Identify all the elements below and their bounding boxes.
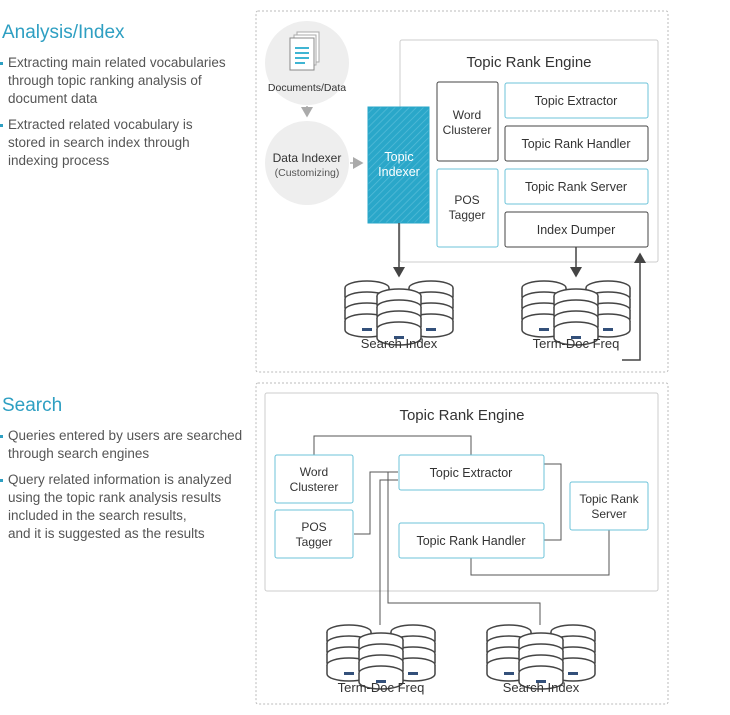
analysis-bullets: Extracting main related vocabularies thr…	[0, 54, 250, 178]
svg-text:Server: Server	[591, 507, 626, 521]
index-dumper-box-1: Index Dumper	[504, 211, 649, 248]
data-indexer-label: Data Indexer	[273, 151, 342, 165]
termdoc-label-2: Term-Doc Freq	[338, 680, 425, 695]
pos-tagger-box-1: POS Tagger	[436, 168, 499, 248]
svg-text:Word: Word	[453, 108, 481, 122]
analysis-diagram-frame	[255, 10, 669, 373]
documents-node: Documents/Data	[265, 21, 349, 105]
svg-text:Indexer: Indexer	[378, 165, 420, 179]
engine-box-2	[264, 392, 659, 592]
svg-text:Clusterer: Clusterer	[443, 123, 492, 137]
connector-pos-te	[354, 471, 398, 535]
search-index-label-1: Search Index	[361, 336, 438, 351]
svg-text:Index Dumper: Index Dumper	[537, 223, 616, 237]
svg-text:Clusterer: Clusterer	[290, 480, 339, 494]
termdoc-label-1: Term-Doc Freq	[533, 336, 620, 351]
svg-text:Topic Rank Handler: Topic Rank Handler	[521, 137, 630, 151]
connector-te-searchindex	[387, 472, 541, 625]
analysis-bullet-2: Extracted related vocabulary is stored i…	[0, 116, 250, 170]
svg-text:POS: POS	[301, 520, 326, 534]
svg-text:Topic Rank Server: Topic Rank Server	[525, 180, 627, 194]
documents-icon	[289, 31, 320, 71]
connector-wc-te	[313, 435, 472, 455]
connector-trh-trs	[470, 530, 610, 576]
svg-text:Word: Word	[300, 465, 328, 479]
analysis-bullet-1: Extracting main related vocabularies thr…	[0, 54, 250, 108]
data-indexer-node: Data Indexer (Customizing)	[265, 121, 349, 205]
svg-text:Topic Extractor: Topic Extractor	[430, 466, 513, 480]
topic-extractor-box-2: Topic Extractor	[398, 454, 545, 491]
analysis-title: Analysis/Index	[2, 22, 125, 43]
connector-te-termdoc	[379, 479, 398, 625]
svg-text:POS: POS	[454, 193, 479, 207]
documents-label: Documents/Data	[268, 82, 346, 94]
search-title: Search	[2, 395, 63, 416]
topic-rank-server-box-2: Topic Rank Server	[569, 481, 649, 531]
word-clusterer-box-1: Word Clusterer	[436, 81, 499, 162]
topic-rank-handler-box-2: Topic Rank Handler	[398, 522, 545, 559]
engine-title-2: Topic Rank Engine	[399, 407, 524, 424]
svg-text:Topic Rank: Topic Rank	[579, 492, 639, 506]
search-index-label-2: Search Index	[503, 680, 580, 695]
termdoc-to-engine-arrow	[622, 252, 646, 361]
data-indexer-sub: (Customizing)	[275, 167, 340, 179]
search-diagram-frame	[255, 382, 669, 705]
svg-text:Topic Rank Handler: Topic Rank Handler	[416, 534, 525, 548]
engine-title-1: Topic Rank Engine	[466, 54, 591, 71]
search-bullet-2: Query related information is analyzed us…	[0, 471, 252, 543]
connector-te-trh	[544, 463, 562, 541]
svg-text:Tagger: Tagger	[449, 208, 486, 222]
topic-rank-server-box-1: Topic Rank Server	[504, 168, 649, 205]
svg-text:Topic Extractor: Topic Extractor	[535, 94, 618, 108]
topic-extractor-box-1: Topic Extractor	[504, 82, 649, 119]
svg-text:Topic: Topic	[384, 150, 413, 164]
word-clusterer-box-2: Word Clusterer	[274, 454, 354, 504]
pos-tagger-box-2: POS Tagger	[274, 509, 354, 559]
search-bullets: Queries entered by users are searched th…	[0, 427, 252, 551]
svg-text:Tagger: Tagger	[296, 535, 333, 549]
search-bullet-1: Queries entered by users are searched th…	[0, 427, 252, 463]
topic-rank-handler-box-1: Topic Rank Handler	[504, 125, 649, 162]
